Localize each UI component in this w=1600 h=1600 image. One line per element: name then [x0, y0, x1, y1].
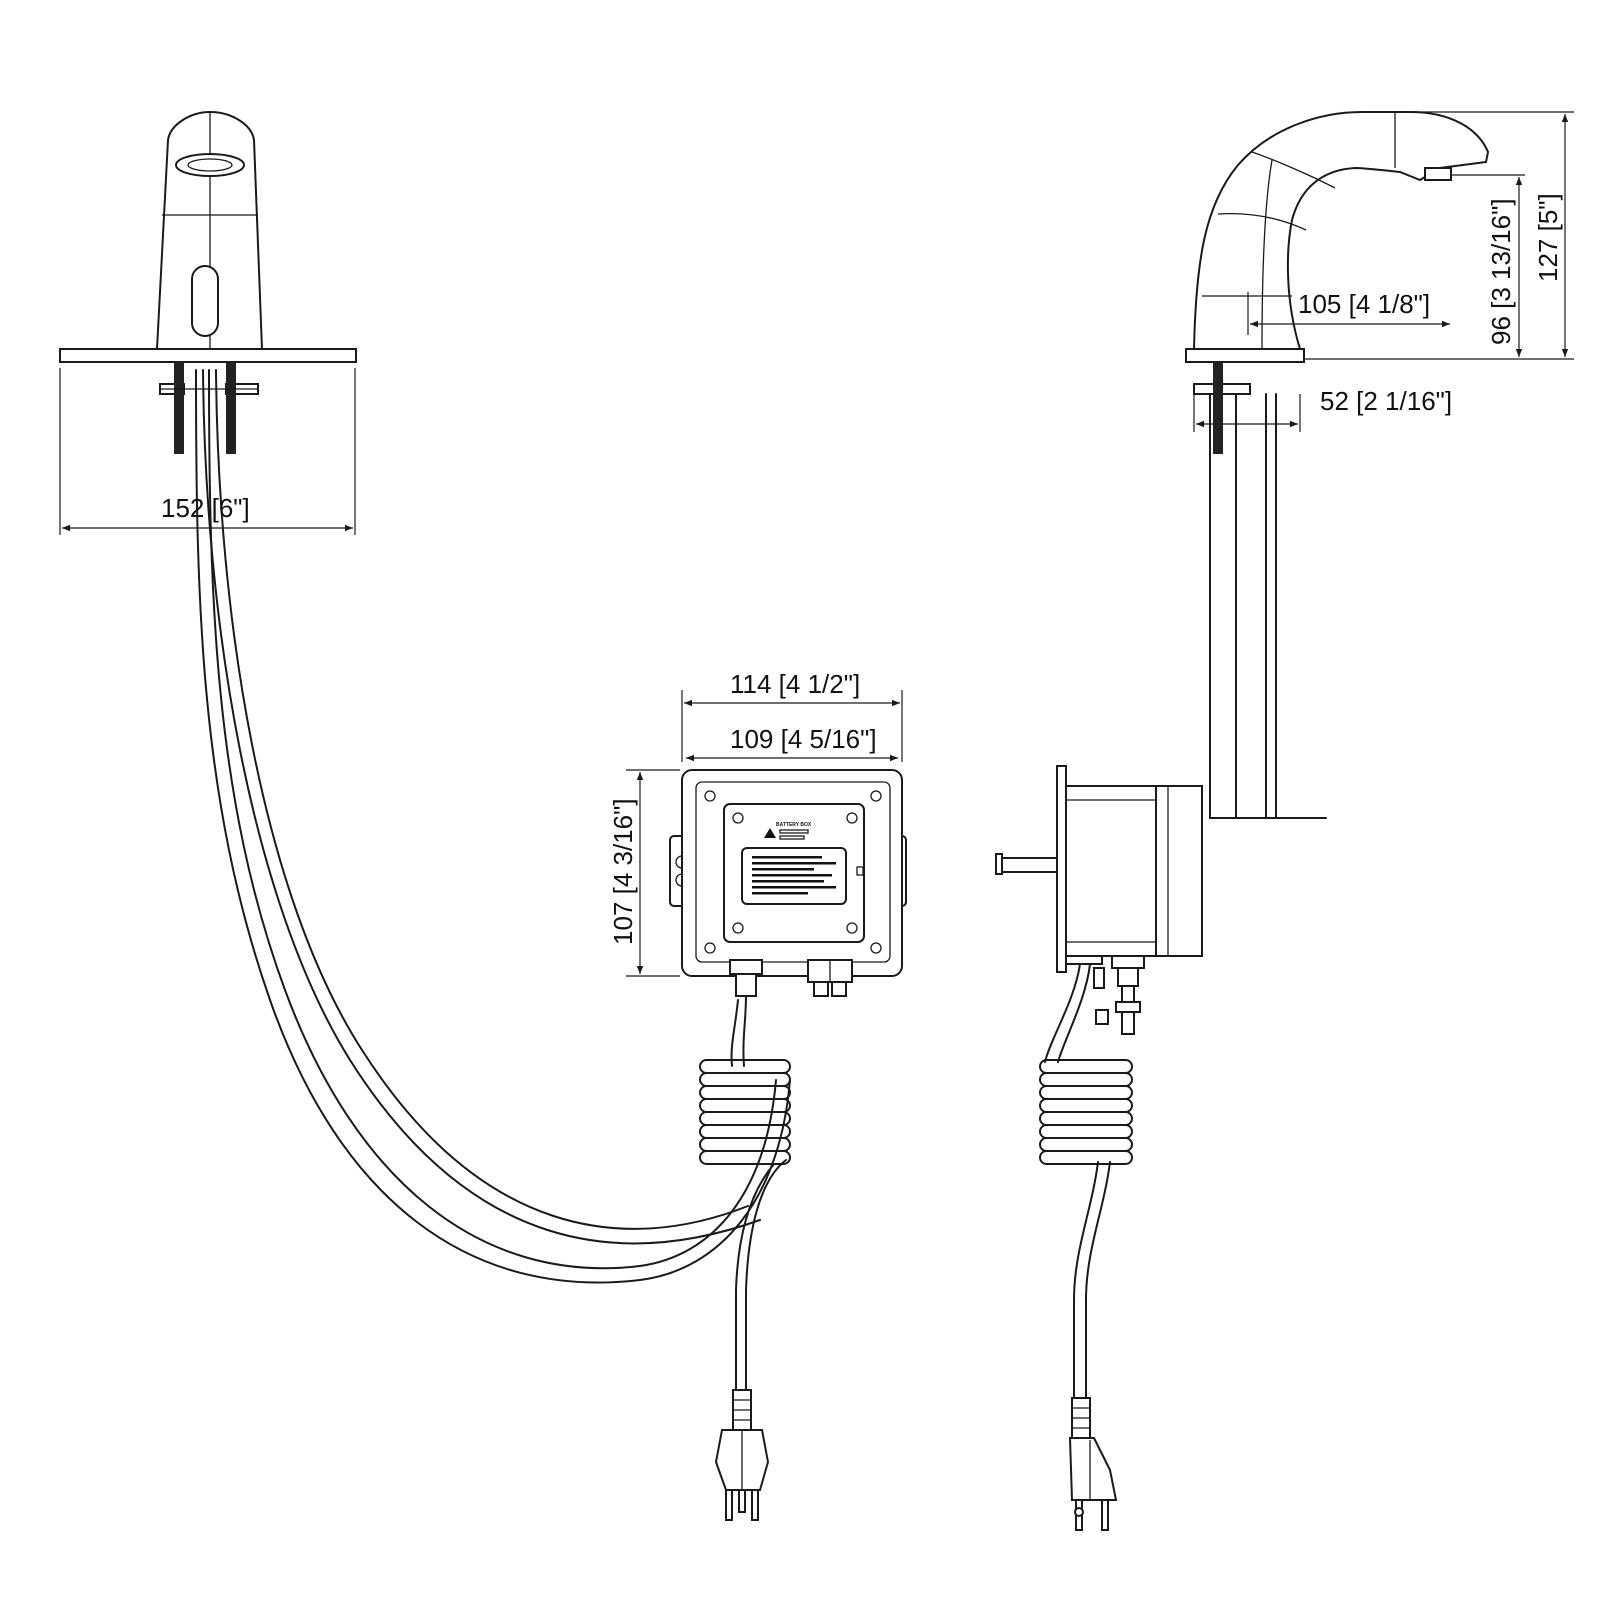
dim-box-inner-width: 109 [4 5/16"]	[686, 724, 898, 762]
supply-hose-front-3	[202, 369, 761, 1245]
supply-hose-front-4	[215, 369, 749, 1230]
deck-plate	[59, 348, 357, 363]
dim-box-outer-width: 114 [4 1/2"]	[681, 669, 903, 762]
control-box-side	[995, 765, 1203, 1035]
side-deck-plate	[1185, 348, 1305, 363]
dim-text-total-height: 127 [5"]	[1533, 193, 1563, 282]
dim-total-height: 127 [5"]	[1412, 111, 1574, 360]
stud-left	[174, 362, 184, 454]
side-stud	[1213, 362, 1223, 454]
sensor-cable-connector	[729, 959, 763, 975]
dim-text-plate-width: 152 [6"]	[161, 493, 250, 523]
side-plug-prong-right	[1101, 1499, 1109, 1531]
spout-body	[1192, 111, 1490, 350]
dim-text-outlet-height: 96 [3 13/16"]	[1486, 198, 1516, 345]
plug-prong-right	[751, 1489, 759, 1521]
coiled-cable-front	[699, 1059, 791, 1165]
sensor-window	[191, 265, 219, 337]
side-box-cover	[1155, 785, 1203, 957]
dim-text-box-inner-width: 109 [4 5/16"]	[730, 724, 877, 754]
dim-box-height: 107 [4 3/16"]	[608, 769, 680, 977]
side-mount-plate	[1056, 765, 1067, 973]
plug-body-side	[1068, 1437, 1118, 1501]
side-box-housing	[1065, 785, 1157, 957]
instruction-text-lines	[752, 856, 836, 895]
control-box-front: BATTERY BOX	[669, 769, 907, 997]
power-cord-side	[1039, 963, 1133, 1531]
dim-plate-width: 152 [6"]	[59, 368, 356, 535]
dim-text-box-outer-width: 114 [4 1/2"]	[730, 669, 860, 699]
faucet-side-view	[1185, 111, 1490, 819]
plug-prong-left	[725, 1489, 733, 1521]
battery-box-title: BATTERY BOX	[776, 822, 812, 828]
dim-outlet-height: 96 [3 13/16"]	[1304, 174, 1525, 360]
dim-base-depth: 52 [2 1/16"]	[1193, 386, 1452, 432]
supply-hose-front-2	[208, 369, 777, 1270]
side-mount-tab	[1001, 857, 1058, 873]
dim-text-spout-reach: 105 [4 1/8"]	[1298, 289, 1430, 319]
coiled-cable-side	[1039, 1059, 1133, 1165]
dim-text-base-depth: 52 [2 1/16"]	[1320, 386, 1452, 416]
stud-right	[226, 362, 236, 454]
spout-outlet	[1424, 167, 1452, 181]
warning-icon	[764, 828, 776, 838]
plug-ground-pin	[738, 1489, 746, 1513]
aerator	[175, 153, 245, 177]
dim-text-box-height: 107 [4 3/16"]	[608, 798, 638, 945]
power-cord-front	[699, 995, 791, 1521]
dim-spout-reach: 105 [4 1/8"]	[1247, 289, 1450, 335]
faucet-front-view	[59, 110, 791, 1284]
supply-hose-front-1	[195, 369, 791, 1284]
